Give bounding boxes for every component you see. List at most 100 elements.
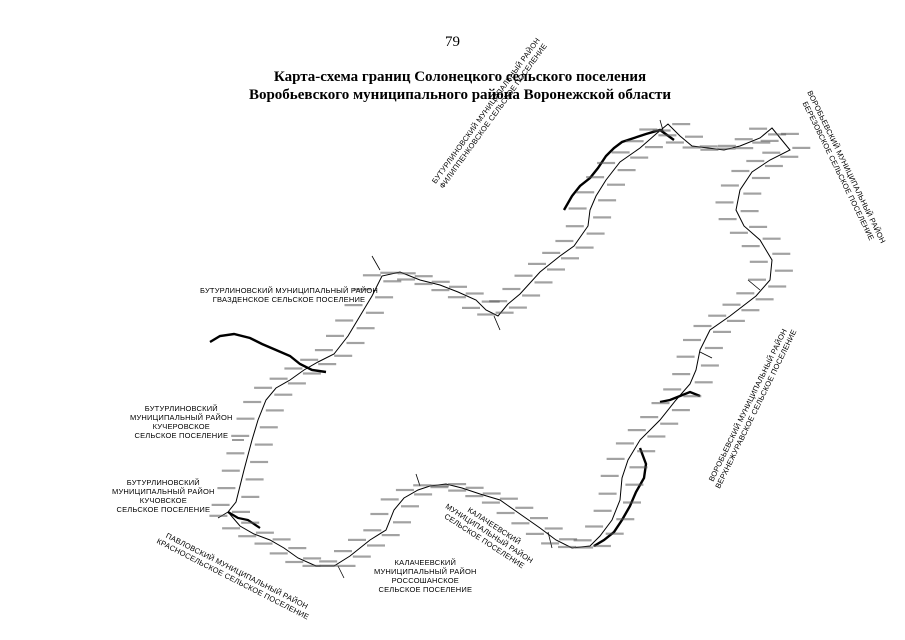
boundary-point-code — [465, 486, 484, 489]
boundary-point-code — [236, 417, 255, 420]
boundary-point-code — [508, 306, 527, 309]
boundary-point-code — [694, 381, 713, 384]
boundary-point-code — [547, 268, 565, 271]
boundary-point-code — [561, 257, 579, 260]
boundary-point-code — [586, 176, 605, 179]
boundary-point-code — [348, 538, 366, 541]
boundary-point-code — [314, 349, 333, 352]
boundary-point-code — [640, 416, 659, 419]
boundary-point-code — [380, 271, 399, 274]
boundary-point-code — [287, 382, 306, 385]
boundary-point-code — [462, 306, 480, 309]
boundary-point-code — [222, 527, 241, 530]
boundary-point-code — [226, 452, 245, 455]
boundary-point-code — [395, 488, 414, 492]
boundary-point-code — [749, 260, 768, 263]
boundary-point-code — [255, 531, 274, 534]
boundary-point-code — [660, 422, 679, 425]
boundary-point-code — [630, 156, 649, 159]
boundary-point-code — [397, 278, 416, 281]
boundary-point-code — [318, 363, 337, 366]
boundary-point-code — [565, 225, 584, 228]
boundary-point-code — [502, 287, 521, 291]
boundary-point-code — [616, 518, 635, 521]
boundary-point-code — [663, 388, 682, 391]
boundary-point-code — [651, 402, 670, 405]
boundary-point-code — [598, 199, 617, 202]
boundary-point-code — [617, 169, 636, 172]
boundary-point-code — [780, 155, 799, 158]
boundary-point-code — [717, 147, 736, 150]
boundary-point-code — [209, 514, 228, 517]
boundary-point-code — [431, 289, 450, 292]
boundary-point-code — [370, 512, 389, 516]
boundary-point-code — [729, 231, 748, 234]
boundary-point-code — [672, 123, 691, 126]
boundary-point-code — [495, 311, 514, 314]
boundary-point-code — [704, 346, 723, 350]
boundary-point-code — [700, 148, 719, 151]
boundary-point-code — [496, 511, 515, 515]
boundary-point-code — [658, 134, 677, 137]
boundary-point-code — [326, 334, 344, 337]
boundary-point-code — [764, 164, 783, 168]
boundary-point-code — [748, 278, 766, 281]
boundary-point-code — [401, 505, 419, 508]
boundary-segment-thick — [209, 332, 327, 374]
boundary-point-code — [585, 525, 604, 528]
boundary-point-code — [489, 300, 508, 303]
boundary-point-code — [734, 138, 753, 141]
boundary-point-code — [555, 239, 574, 243]
boundary-point-code — [534, 281, 553, 284]
boundary-point-code — [383, 280, 402, 283]
boundary-point-code — [751, 176, 770, 180]
boundary-point-code — [465, 292, 484, 295]
boundary-point-code — [559, 538, 578, 541]
boundary-point-code — [272, 538, 291, 541]
boundary-point-code — [575, 246, 594, 249]
boundary-point-code — [568, 207, 587, 210]
boundary-point-code — [726, 319, 745, 322]
boundary-point-code — [231, 434, 250, 437]
boundary-point-code — [302, 372, 321, 375]
boundary-point-code — [544, 527, 563, 530]
boundary-point-code — [525, 532, 544, 535]
boundary-point-code — [414, 493, 433, 496]
boundary-point-code — [448, 483, 467, 486]
boundary-segment-thick — [593, 447, 648, 548]
boundary-point-code — [736, 292, 755, 295]
boundary-point-code — [362, 274, 381, 277]
boundary-point-code — [243, 400, 262, 404]
boundary-point-code — [749, 225, 768, 228]
boundary-point-code — [699, 145, 718, 148]
boundary-point-code — [530, 517, 548, 520]
boundary-point-code — [760, 139, 779, 142]
boundary-point-code — [665, 141, 684, 144]
boundary-point-code — [623, 501, 641, 504]
boundary-point-code — [381, 534, 400, 537]
boundary-point-code — [241, 495, 260, 498]
boundary-point-code — [768, 133, 787, 136]
boundary-point-code — [741, 309, 760, 312]
boundary-point-code — [720, 184, 739, 187]
boundary-point-code — [528, 262, 546, 265]
boundary-point-code — [254, 542, 273, 545]
boundary-point-code — [592, 544, 611, 548]
boundary-point-code — [718, 218, 737, 221]
boundary-point-code — [752, 141, 771, 144]
boundary-point-code — [541, 542, 560, 545]
boundary-point-code — [245, 478, 264, 481]
boundary-point-code — [774, 269, 793, 272]
boundary-point-code — [746, 159, 765, 163]
boundary-point-code — [413, 484, 432, 487]
boundary-point-code — [722, 303, 741, 306]
boundary-point-code — [397, 272, 416, 275]
boundary-point-code — [685, 135, 703, 138]
boundary-point-code — [269, 552, 288, 555]
boundary-point-code — [652, 129, 671, 132]
boundary-point-code — [514, 274, 533, 277]
boundary-point-code — [606, 457, 625, 460]
